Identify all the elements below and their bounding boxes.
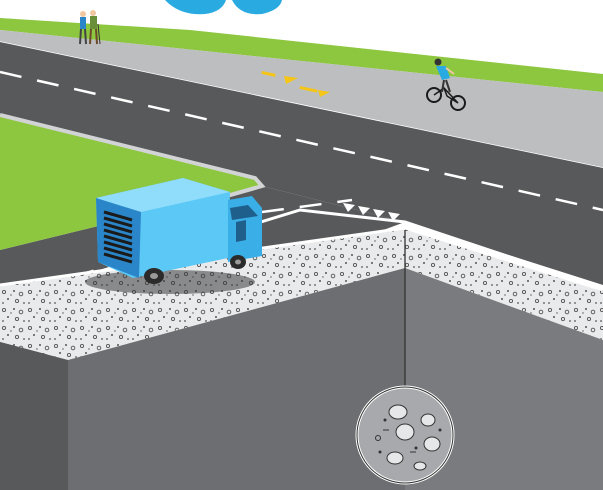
- soil-layer-left: [68, 268, 405, 490]
- main-road: [0, 42, 603, 285]
- near-grass: [0, 115, 262, 250]
- yield-triangles-icon: [343, 203, 400, 221]
- pedestrians-icon: [79, 10, 101, 45]
- far-sidewalk: [0, 30, 603, 168]
- aggregate-magnifier-icon: [355, 385, 455, 485]
- aggregate-layer-left: [0, 228, 405, 360]
- logo-fragment: [165, 0, 282, 15]
- bike-lane-arrow-icon: [261, 70, 330, 97]
- cyclist-icon: [426, 58, 466, 111]
- soil-layer-front: [0, 342, 68, 490]
- aggregate-layer-right: [405, 228, 603, 340]
- truck-icon: [85, 178, 262, 294]
- soil-layer-right: [405, 268, 603, 490]
